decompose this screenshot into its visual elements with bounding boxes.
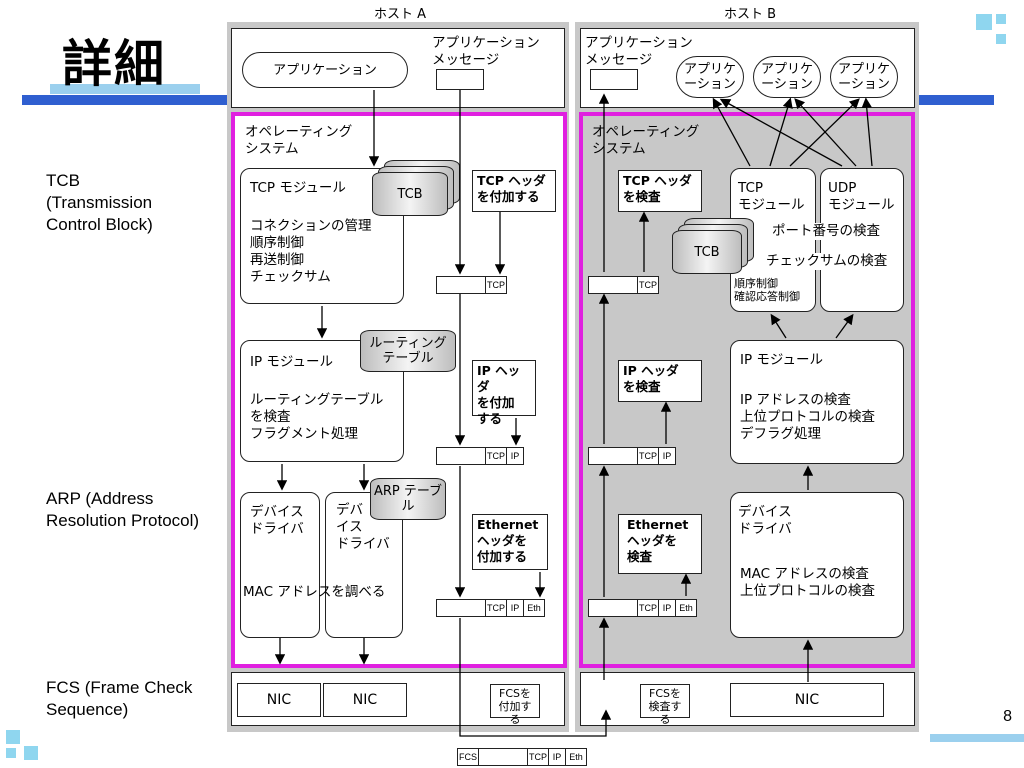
corner-square [24, 746, 38, 760]
title-underline [22, 95, 228, 105]
host-b-tcp-module-items: 順序制御 確認応答制御 [734, 277, 800, 303]
host-b-message-box [590, 69, 638, 90]
eth-header-segment: Eth [675, 599, 697, 617]
host-b-nic: NIC [730, 683, 884, 717]
host-a-mac-lookup: MAC アドレスを調べる [243, 584, 386, 600]
side-label-tcb: TCB (Transmission Control Block) [46, 171, 153, 234]
host-a-label: ホスト A [373, 7, 427, 22]
ip-header-segment: IP [506, 447, 524, 465]
host-b-udp-module [820, 168, 904, 312]
corner-square [996, 34, 1006, 44]
host-a-ip-module-title: IP モジュール [250, 354, 333, 370]
host-a-ip-header-note: IP ヘッダ を付加 する [472, 360, 536, 426]
host-a-tcp-module-items: コネクションの管理 順序制御 再送制御 チェックサム [250, 218, 372, 285]
host-b-ip-check-note: IP ヘッダ を検査 [618, 360, 702, 402]
host-a-nic-2: NIC [323, 683, 407, 717]
host-b-ip-module [730, 340, 904, 464]
corner-square [6, 730, 20, 744]
arrow [861, 97, 873, 167]
host-a-nic-1: NIC [237, 683, 321, 717]
host-a-os-border [231, 112, 567, 668]
host-a-eth-header-note: Ethernet ヘッダを 付加する [472, 514, 548, 570]
host-b-tcp-module-title: TCP モジュール [738, 180, 805, 213]
host-b-device-driver-title: デバイス ドライバ [738, 504, 792, 537]
arrow [789, 98, 860, 167]
title-accent [50, 84, 200, 94]
arrow [794, 98, 857, 167]
eth-header-segment: Eth [565, 748, 587, 766]
host-b-application-1: アプリケ ーション [676, 56, 744, 98]
host-b-packet-eth: TCP IP Eth [588, 599, 697, 617]
host-b-label: ホスト B [723, 7, 777, 22]
host-b-os-label: オペレーティング システム [592, 124, 700, 157]
page-number: 8 [1003, 708, 1012, 725]
host-a-tcb: TCB [372, 172, 448, 216]
side-label-fcs: FCS (Frame Check Sequence) [46, 678, 193, 719]
host-a-message-box [436, 69, 484, 90]
nic-label: NIC [794, 692, 820, 708]
host-a-packet-ip: TCP IP [436, 447, 524, 465]
host-a-arp-table: ARP テーブル [370, 478, 446, 520]
host-a-app-message-label: アプリケーション メッセージ [432, 35, 540, 68]
fcs-segment: FCS [457, 748, 479, 766]
arrow [835, 313, 854, 339]
nic-label: NIC [266, 692, 292, 708]
host-b-tcp-check-note: TCP ヘッダ を検査 [618, 170, 702, 212]
corner-square [976, 14, 992, 30]
host-a-application: アプリケーション [242, 52, 408, 88]
host-a-routing-table: ルーティング テーブル [360, 330, 456, 372]
page-title: 詳細 [62, 35, 166, 93]
corner-square [996, 14, 1006, 24]
host-a-tcp-module-title: TCP モジュール [250, 180, 346, 196]
host-a-device-driver-1 [240, 492, 320, 638]
connector-line [416, 304, 430, 340]
nic-label: NIC [352, 692, 378, 708]
host-b-ip-module-items: IP アドレスの検査 上位プロトコルの検査 デフラグ処理 [740, 392, 875, 442]
ip-header-segment: IP [658, 447, 676, 465]
tcp-header-segment: TCP [637, 276, 659, 294]
host-a-tcp-header-note: TCP ヘッダ を付加する [472, 170, 556, 212]
host-b-eth-check-note: Ethernet ヘッダを 検査 [618, 514, 702, 574]
arrow [769, 97, 793, 167]
arrow [719, 98, 843, 167]
footer-bar [930, 734, 1024, 742]
host-b-packet-ip: TCP IP [588, 447, 676, 465]
arrow [712, 97, 751, 167]
host-a-packet-eth: TCP IP Eth [436, 599, 545, 617]
host-a-packet-tcp: TCP [436, 276, 507, 294]
arrow [459, 618, 612, 737]
host-b-application-2: アプリケ ーション [753, 56, 821, 98]
corner-square [6, 748, 16, 758]
tcp-header-segment: TCP [485, 276, 507, 294]
host-b-port-check: ポート番号の検査 [772, 223, 880, 240]
host-b-tcb: TCB [672, 230, 742, 274]
arrow [770, 313, 787, 339]
host-b-packet-tcp: TCP [588, 276, 659, 294]
host-b-udp-module-title: UDP モジュール [828, 180, 895, 213]
host-a-fcs-note: FCSを 付加する [490, 684, 540, 726]
title-underline-right [914, 95, 994, 105]
wire-packet: FCS TCP IP Eth [457, 748, 587, 766]
host-a-device-driver-2-label: デバ イス ドライバ [336, 502, 390, 552]
host-b-fcs-note: FCSを 検査する [640, 684, 690, 726]
eth-header-segment: Eth [523, 599, 545, 617]
host-b-ip-module-title: IP モジュール [740, 352, 823, 368]
host-a-ip-module [240, 340, 404, 462]
host-a-os-label: オペレーティング システム [245, 124, 353, 157]
ip-header-segment: IP [548, 748, 566, 766]
tcp-header-segment: TCP [637, 599, 659, 617]
host-b-checksum-check: チェックサムの検査 [766, 253, 888, 270]
host-a-ip-module-items: ルーティングテーブル を検査 フラグメント処理 [250, 392, 384, 442]
host-a-device-driver-1-label: デバイス ドライバ [250, 504, 304, 537]
host-b-device-driver-items: MAC アドレスの検査 上位プロトコルの検査 [740, 566, 875, 599]
host-b-device-driver [730, 492, 904, 638]
host-b-app-message-label: アプリケーション メッセージ [585, 35, 693, 68]
side-label-arp: ARP (Address Resolution Protocol) [46, 489, 200, 530]
